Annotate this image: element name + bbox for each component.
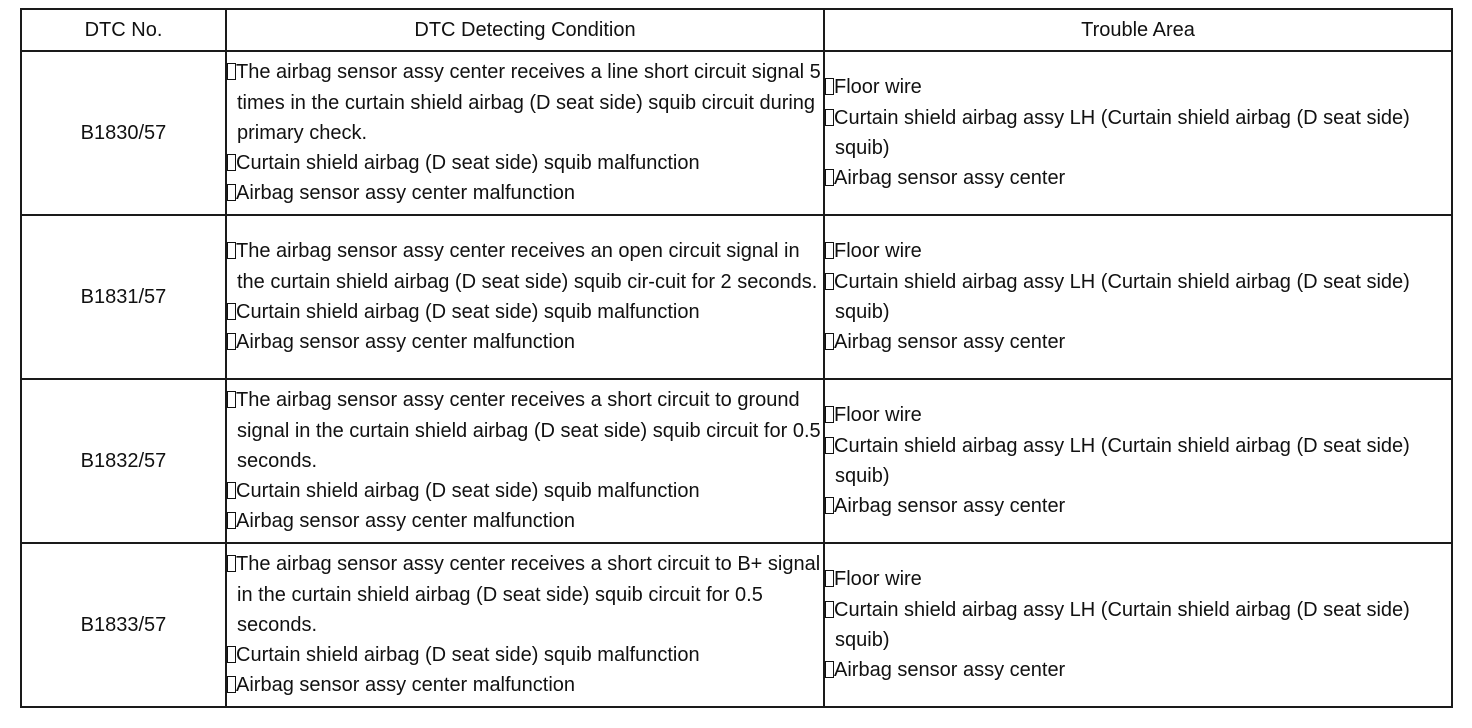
checkbox-icon (227, 482, 236, 500)
dtc-code: B1832/57 (20, 378, 227, 544)
checkbox-icon (227, 303, 236, 320)
condition-text: Airbag sensor assy center malfunction (236, 674, 576, 697)
condition-item: Airbag sensor assy center malfunction (227, 327, 823, 357)
area-text: Curtain shield airbag assy LH (Curtain s… (834, 434, 1410, 487)
area-text: Curtain shield airbag assy LH (Curtain s… (834, 598, 1410, 651)
checkbox-icon (227, 333, 236, 351)
detecting-condition-cell: The airbag sensor assy center receives a… (225, 378, 825, 544)
area-text: Floor wire (834, 568, 922, 591)
condition-item: Airbag sensor assy center malfunction (227, 506, 823, 536)
condition-item: The airbag sensor assy center receives a… (227, 549, 823, 640)
area-item: Curtain shield airbag assy LH (Curtain s… (825, 431, 1451, 492)
checkbox-icon (227, 242, 236, 260)
area-item: Curtain shield airbag assy LH (Curtain s… (825, 103, 1451, 164)
detecting-condition-cell: The airbag sensor assy center receives a… (225, 214, 825, 380)
area-text: Floor wire (834, 240, 922, 263)
condition-item: Curtain shield airbag (D seat side) squi… (227, 640, 823, 670)
checkbox-icon (825, 78, 834, 96)
table-row: B1833/57 The airbag sensor assy center r… (20, 542, 1453, 708)
condition-text: Airbag sensor assy center malfunction (236, 331, 576, 354)
checkbox-icon (227, 184, 236, 202)
area-item: Airbag sensor assy center (825, 491, 1451, 521)
dtc-code: B1831/57 (20, 214, 227, 380)
checkbox-icon (825, 406, 834, 424)
table-row: B1832/57 The airbag sensor assy center r… (20, 378, 1453, 544)
detecting-condition-cell: The airbag sensor assy center receives a… (225, 50, 825, 216)
header-trouble-area: Trouble Area (823, 8, 1453, 52)
table-row: B1831/57 The airbag sensor assy center r… (20, 214, 1453, 380)
condition-item: The airbag sensor assy center receives a… (227, 385, 823, 476)
condition-item: Curtain shield airbag (D seat side) squi… (227, 148, 823, 178)
trouble-area-cell: Floor wire Curtain shield airbag assy LH… (823, 542, 1453, 708)
checkbox-icon (825, 169, 834, 187)
area-text: Floor wire (834, 76, 922, 99)
checkbox-icon (825, 497, 834, 515)
condition-text: Airbag sensor assy center malfunction (236, 182, 576, 205)
area-item: Curtain shield airbag assy LH (Curtain s… (825, 267, 1451, 328)
condition-text: The airbag sensor assy center receives a… (236, 389, 821, 472)
checkbox-icon (227, 555, 236, 573)
checkbox-icon (825, 272, 834, 290)
detecting-condition-cell: The airbag sensor assy center receives a… (225, 542, 825, 708)
area-item: Floor wire (825, 72, 1451, 102)
area-item: Floor wire (825, 236, 1451, 266)
trouble-area-cell: Floor wire Curtain shield airbag assy LH… (823, 214, 1453, 380)
area-item: Airbag sensor assy center (825, 655, 1451, 685)
area-text: Airbag sensor assy center (834, 659, 1066, 682)
checkbox-icon (825, 570, 834, 588)
checkbox-icon (227, 512, 236, 530)
checkbox-icon (227, 646, 236, 664)
area-text: Airbag sensor assy center (834, 167, 1066, 190)
checkbox-icon (825, 436, 834, 454)
condition-text: Airbag sensor assy center malfunction (236, 510, 576, 533)
condition-text: The airbag sensor assy center receives a… (236, 240, 818, 293)
checkbox-icon (227, 676, 236, 694)
trouble-area-cell: Floor wire Curtain shield airbag assy LH… (823, 378, 1453, 544)
condition-item: Curtain shield airbag (D seat side) squi… (227, 297, 823, 327)
trouble-area-cell: Floor wire Curtain shield airbag assy LH… (823, 50, 1453, 216)
condition-text: Curtain shield airbag (D seat side) squi… (236, 644, 700, 667)
area-text: Curtain shield airbag assy LH (Curtain s… (834, 106, 1410, 159)
dtc-code: B1830/57 (20, 50, 227, 216)
area-text: Floor wire (834, 404, 922, 427)
area-text: Curtain shield airbag assy LH (Curtain s… (834, 270, 1410, 323)
condition-item: Airbag sensor assy center malfunction (227, 178, 823, 208)
table-header-row: DTC No. DTC Detecting Condition Trouble … (20, 8, 1453, 52)
header-dtc-no: DTC No. (20, 8, 227, 52)
checkbox-icon (825, 600, 834, 618)
condition-item: The airbag sensor assy center receives a… (227, 57, 823, 148)
condition-text: The airbag sensor assy center receives a… (236, 553, 821, 636)
area-item: Curtain shield airbag assy LH (Curtain s… (825, 595, 1451, 656)
area-item: Floor wire (825, 564, 1451, 594)
area-text: Airbag sensor assy center (834, 495, 1066, 518)
checkbox-icon (825, 333, 834, 351)
checkbox-icon (227, 154, 236, 172)
condition-text: Curtain shield airbag (D seat side) squi… (236, 152, 700, 175)
dtc-table: DTC No. DTC Detecting Condition Trouble … (20, 8, 1453, 708)
checkbox-icon (825, 242, 834, 260)
condition-item: Curtain shield airbag (D seat side) squi… (227, 476, 823, 506)
checkbox-icon (825, 661, 834, 679)
table-row: B1830/57 The airbag sensor assy center r… (20, 50, 1453, 216)
area-item: Airbag sensor assy center (825, 327, 1451, 357)
area-item: Airbag sensor assy center (825, 163, 1451, 193)
checkbox-icon (227, 63, 236, 81)
checkbox-icon (227, 391, 236, 409)
condition-item: Airbag sensor assy center malfunction (227, 670, 823, 700)
condition-item: The airbag sensor assy center receives a… (227, 236, 823, 297)
area-item: Floor wire (825, 400, 1451, 430)
condition-text: The airbag sensor assy center receives a… (236, 61, 821, 144)
condition-text: Curtain shield airbag (D seat side) squi… (236, 480, 700, 503)
condition-text: Curtain shield airbag (D seat side) squi… (236, 301, 700, 323)
area-text: Airbag sensor assy center (834, 331, 1066, 354)
dtc-code: B1833/57 (20, 542, 227, 708)
header-detecting-condition: DTC Detecting Condition (225, 8, 825, 52)
checkbox-icon (825, 108, 834, 126)
